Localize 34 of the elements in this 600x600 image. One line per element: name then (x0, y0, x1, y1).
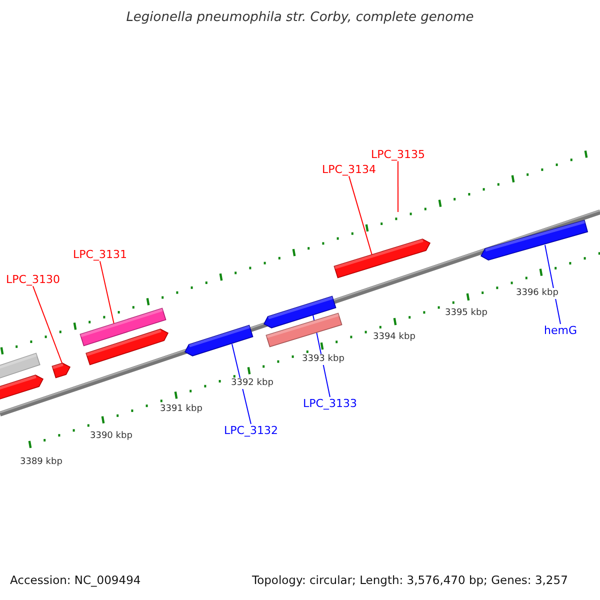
gene-label: LPC_3134 (322, 163, 376, 176)
gene-feature (263, 296, 336, 328)
gene-feature (480, 220, 588, 261)
leader-line (397, 160, 398, 212)
leader-line (232, 344, 252, 424)
scale-label: 3390 kbp (90, 431, 132, 442)
gene-label: hemG (544, 324, 577, 338)
footer-text: Accession: NC_009494 (10, 574, 141, 588)
gene-label: LPC_3130 (6, 273, 60, 286)
leader-line (348, 176, 372, 256)
scale-label: 3395 kbp (445, 308, 488, 319)
gene-feature (52, 362, 71, 378)
leader-line (32, 286, 62, 364)
gene-feature (266, 312, 342, 348)
gene-feature (80, 308, 166, 346)
gene-feature (184, 324, 254, 356)
scale-label: 3391 kbp (160, 404, 202, 415)
diagram-title: Legionella pneumophila str. Corby, complete genome (125, 10, 475, 26)
gene-label: LPC_3132 (224, 424, 278, 438)
leader-line (544, 244, 561, 324)
gene-label: LPC_3133 (303, 397, 357, 410)
scale-label: 3393 kbp (302, 354, 344, 365)
gene-label: LPC_3131 (73, 248, 127, 262)
gene-feature (86, 328, 169, 366)
gene-feature (0, 352, 40, 380)
footer-text: Topology: circular; Length: 3,576,470 bp; Genes: 3,257 (252, 574, 568, 588)
gene-feature (0, 374, 44, 400)
scale-label: 3389 kbp (20, 457, 62, 468)
scale-label: 3394 kbp (373, 332, 416, 343)
gene-feature (334, 238, 431, 278)
scale-label: 3396 kbp (516, 288, 558, 299)
scale-label: 3392 kbp (231, 378, 274, 389)
gene-label: LPC_3135 (371, 148, 425, 162)
leader-line (99, 260, 114, 324)
